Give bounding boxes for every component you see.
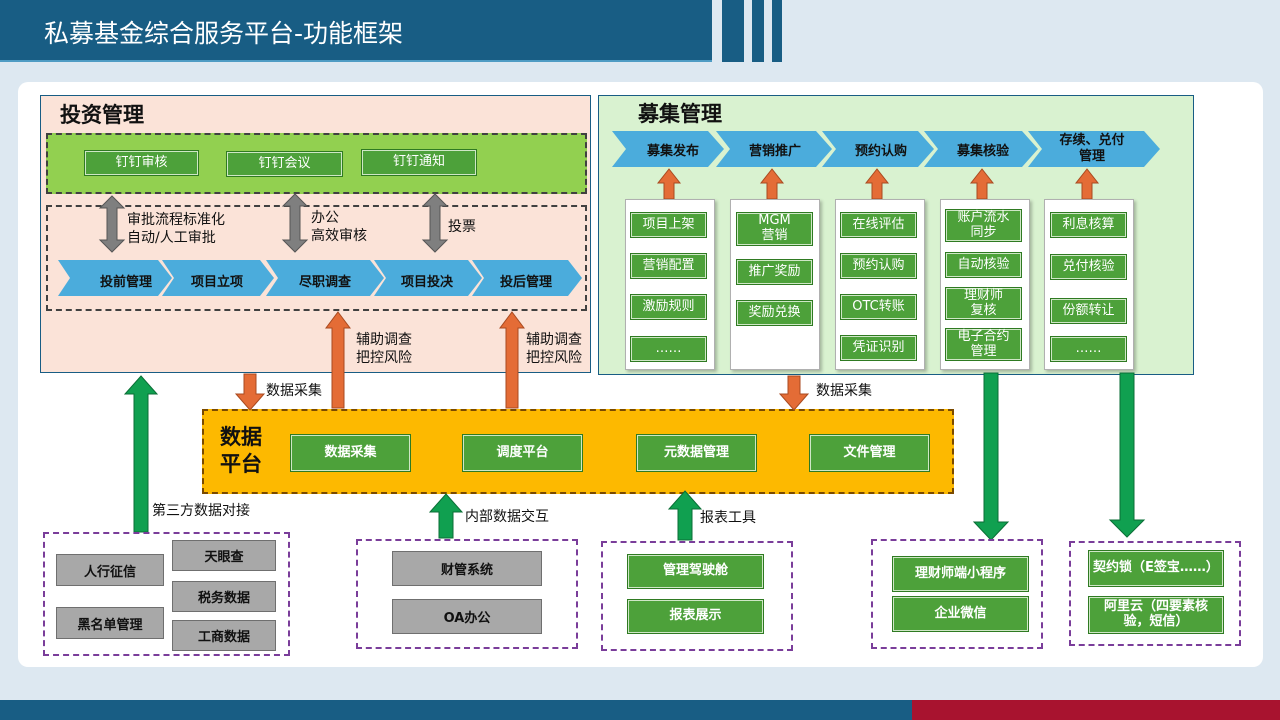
mgm-marketing-button[interactable]: MGM 营销 — [736, 212, 813, 246]
deco-bar — [772, 0, 782, 62]
promotion-reward-button[interactable]: 推广奖励 — [736, 259, 813, 285]
footer-stripe-red — [912, 700, 1280, 720]
redemption-verify-button[interactable]: 兑付核验 — [1050, 254, 1127, 280]
step-chevron — [266, 260, 384, 296]
third-party-label: 第三方数据对接 — [152, 503, 250, 519]
more-button[interactable]: …… — [1050, 336, 1127, 362]
business-data-button[interactable]: 工商数据 — [172, 620, 276, 651]
advisor-review-button[interactable]: 理财师 复核 — [945, 287, 1022, 320]
fundraising-title: 募集管理 — [638, 102, 722, 126]
report-tool-label: 报表工具 — [700, 510, 756, 526]
fundraising-arrows — [612, 131, 1160, 200]
internal-group — [356, 539, 578, 649]
scheduling-platform-button[interactable]: 调度平台 — [462, 434, 583, 472]
marketing-config-button[interactable]: 营销配置 — [630, 253, 707, 279]
step-chevron — [924, 131, 1038, 167]
otc-transfer-button[interactable]: OTC转账 — [840, 294, 917, 320]
title-bar — [0, 0, 712, 62]
deco-bar — [722, 0, 744, 62]
step-due-diligence[interactable]: 尽职调查 — [298, 275, 351, 290]
oa-office-button[interactable]: OA办公 — [392, 599, 542, 634]
advisor-mini-program-button[interactable]: 理财师端小程序 — [892, 556, 1029, 592]
interest-accounting-button[interactable]: 利息核算 — [1050, 212, 1127, 238]
reservation-button[interactable]: 预约认购 — [840, 253, 917, 279]
up-arrow — [667, 490, 703, 541]
footer-stripe-blue — [0, 700, 912, 720]
report-display-button[interactable]: 报表展示 — [627, 599, 764, 634]
deco-bar — [752, 0, 764, 62]
reward-exchange-button[interactable]: 奖励兑换 — [736, 300, 813, 326]
wecom-button[interactable]: 企业微信 — [892, 596, 1029, 632]
step-verification[interactable]: 募集核验 — [956, 144, 1009, 159]
blacklist-button[interactable]: 黑名单管理 — [56, 607, 164, 639]
metadata-management-button[interactable]: 元数据管理 — [636, 434, 757, 472]
mini-program-group — [871, 539, 1043, 649]
dingtalk-review-button[interactable]: 钉钉审核 — [84, 150, 199, 176]
step-chevron — [612, 131, 724, 167]
dingtalk-meeting-button[interactable]: 钉钉会议 — [226, 151, 343, 177]
online-assessment-button[interactable]: 在线评估 — [840, 212, 917, 238]
step-investment-decision[interactable]: 项目投决 — [400, 275, 453, 290]
investment-arrows — [58, 193, 582, 296]
up-arrow — [325, 311, 351, 409]
auto-verify-button[interactable]: 自动核验 — [945, 252, 1022, 278]
approval-link-label: 审批流程标准化 自动/人工审批 — [127, 212, 225, 247]
step-chevron — [472, 260, 582, 296]
contract-group — [1069, 541, 1241, 646]
step-chevron — [716, 131, 832, 167]
finance-system-button[interactable]: 财管系统 — [392, 551, 542, 586]
data-collection-button[interactable]: 数据采集 — [290, 434, 411, 472]
assist-label-2: 辅助调查 把控风险 — [526, 332, 582, 367]
down-arrow — [1108, 372, 1146, 538]
collect-right-label: 数据采集 — [816, 383, 872, 399]
report-group — [601, 541, 793, 651]
more-button[interactable]: …… — [630, 336, 707, 362]
investment-title: 投资管理 — [60, 103, 144, 127]
step-redemption[interactable]: 存续、兑付 管理 — [1059, 133, 1125, 164]
double-arrow-vote — [421, 193, 449, 253]
tax-data-button[interactable]: 税务数据 — [172, 581, 276, 612]
step-chevron — [162, 260, 274, 296]
down-arrow — [234, 373, 266, 411]
voucher-recognition-button[interactable]: 凭证识别 — [840, 335, 917, 361]
step-chevron — [374, 260, 482, 296]
step-chevron — [58, 260, 172, 296]
down-arrow — [778, 375, 810, 411]
e-contract-button[interactable]: 电子合约 管理 — [945, 328, 1022, 361]
double-arrow-office — [281, 193, 309, 253]
file-management-button[interactable]: 文件管理 — [809, 434, 930, 472]
step-project-approval[interactable]: 项目立项 — [190, 275, 243, 290]
incentive-rules-button[interactable]: 激励规则 — [630, 294, 707, 320]
page-title: 私募基金综合服务平台-功能框架 — [44, 19, 404, 48]
internal-label: 内部数据交互 — [465, 509, 549, 525]
step-post-investment[interactable]: 投后管理 — [499, 275, 552, 290]
collect-left-label: 数据采集 — [266, 383, 322, 399]
qiyuesuo-button[interactable]: 契约锁（E签宝……） — [1088, 550, 1224, 587]
aliyun-button[interactable]: 阿里云（四要素核 验，短信） — [1088, 596, 1224, 634]
dashboard-button[interactable]: 管理驾驶舱 — [627, 554, 764, 589]
tianyancha-button[interactable]: 天眼查 — [172, 540, 276, 571]
share-transfer-button[interactable]: 份额转让 — [1050, 298, 1127, 324]
assist-label-1: 辅助调查 把控风险 — [356, 332, 412, 367]
office-link-label: 办公 高效审核 — [311, 210, 367, 245]
step-chevron — [822, 131, 934, 167]
third-party-group — [43, 532, 290, 656]
down-arrow — [972, 372, 1010, 541]
up-arrow — [499, 311, 525, 409]
step-pre-investment[interactable]: 投前管理 — [99, 275, 152, 290]
account-sync-button[interactable]: 账户流水 同步 — [945, 209, 1022, 242]
step-fund-release[interactable]: 募集发布 — [646, 144, 699, 159]
double-arrow-approval — [98, 195, 126, 253]
step-chevron — [1028, 131, 1160, 167]
step-marketing[interactable]: 营销推广 — [748, 144, 801, 159]
dingtalk-notice-button[interactable]: 钉钉通知 — [361, 149, 477, 176]
vote-link-label: 投票 — [448, 219, 476, 235]
step-subscription[interactable]: 预约认购 — [854, 144, 907, 159]
investment-process-area — [46, 205, 587, 311]
up-arrow — [428, 493, 464, 539]
project-listing-button[interactable]: 项目上架 — [630, 212, 707, 238]
pboc-credit-button[interactable]: 人行征信 — [56, 554, 164, 586]
data-platform-title: 数据 平台 — [220, 425, 262, 477]
